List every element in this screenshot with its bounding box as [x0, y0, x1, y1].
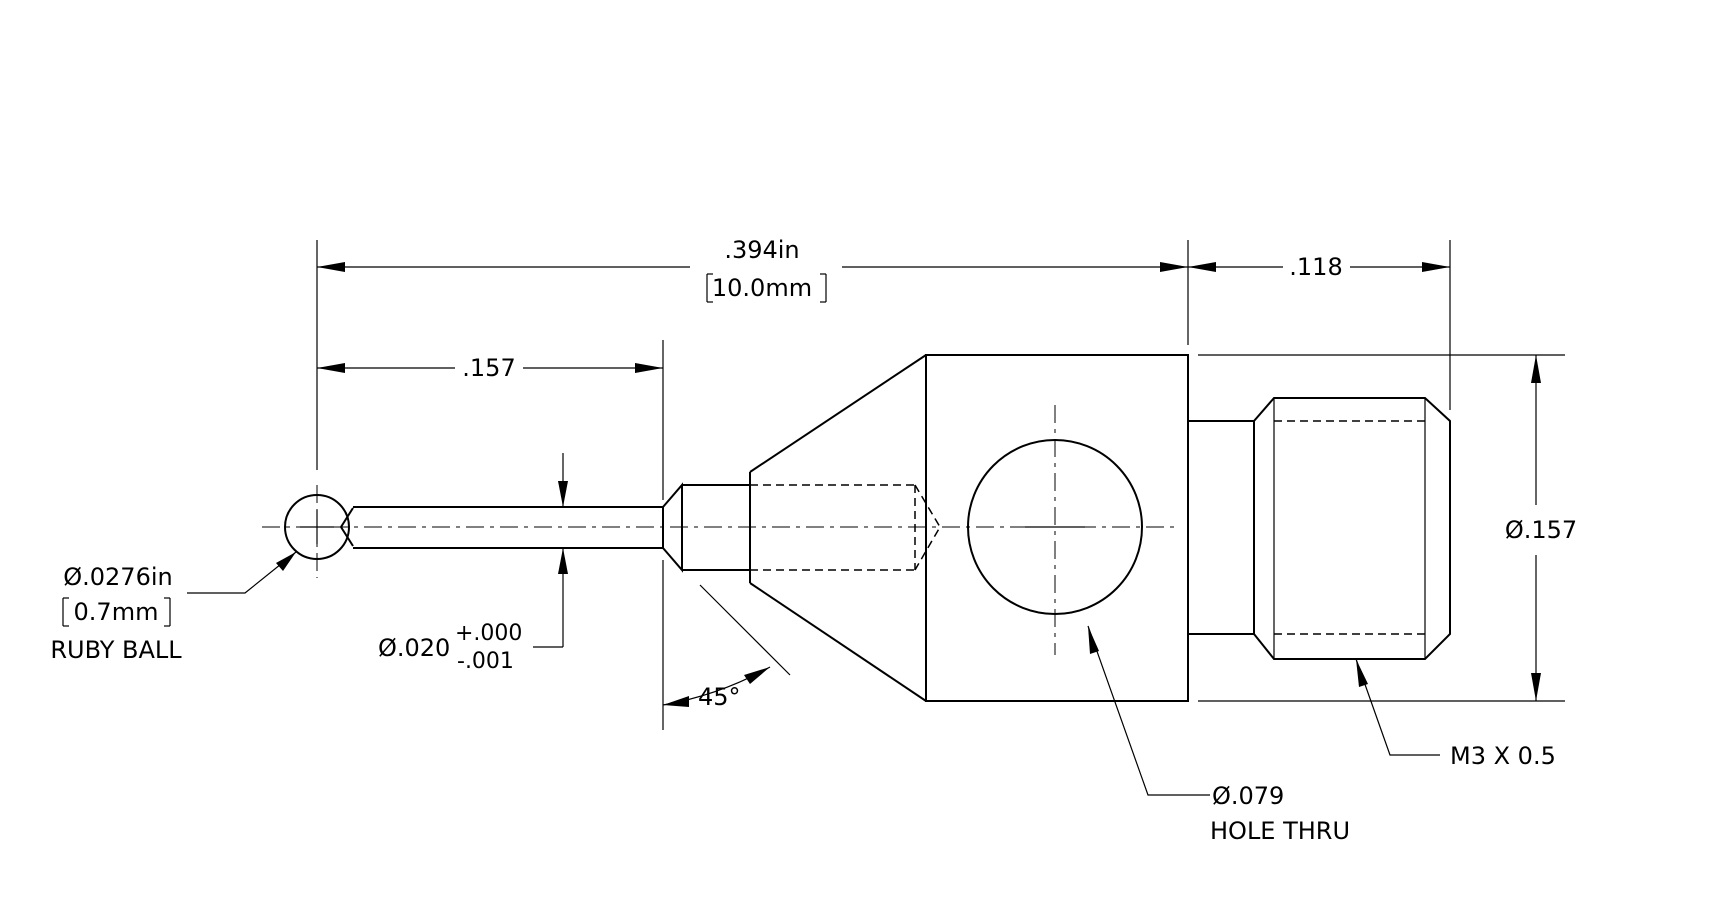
callout-ruby-ball: Ø.0276in 0.7mm RUBY BALL — [50, 551, 297, 664]
dim-stem-tol-plus: +.000 — [455, 621, 522, 646]
dim-stem-length-label: .157 — [462, 354, 515, 382]
ball-material: RUBY BALL — [50, 636, 182, 664]
dim-chamfer-angle: 45° — [662, 666, 771, 711]
ball-diameter-mm: 0.7mm — [74, 598, 159, 626]
dim-stem-tol-minus: -.001 — [457, 649, 514, 674]
thread-spec: M3 X 0.5 — [1450, 742, 1556, 770]
thread-section — [1253, 397, 1451, 660]
dim-overall-length: .394in 10.0mm — [317, 236, 1188, 303]
dim-body-diameter-label: Ø.157 — [1505, 516, 1577, 544]
dim-overall-in: .394in — [724, 236, 799, 264]
dim-stem-diameter: Ø.020 +.000 -.001 — [378, 453, 568, 674]
hole-note: HOLE THRU — [1210, 817, 1350, 845]
ball-diameter-in: Ø.0276in — [63, 563, 172, 591]
cone-upper — [749, 354, 927, 473]
dim-overall-mm: 10.0mm — [712, 274, 812, 302]
dim-thread-length: .118 — [1188, 253, 1450, 281]
center-lines — [262, 405, 1180, 655]
callout-thread: M3 X 0.5 — [1355, 658, 1556, 770]
main-body — [925, 354, 1189, 702]
extension-lines — [316, 240, 1565, 730]
cone-lower — [749, 582, 927, 702]
dim-stem-length: .157 — [317, 354, 663, 382]
dim-thread-length-label: .118 — [1289, 253, 1342, 281]
hole-diameter: Ø.079 — [1212, 782, 1284, 810]
dim-body-diameter: Ø.157 — [1505, 355, 1577, 701]
callout-through-hole: Ø.079 HOLE THRU — [1087, 625, 1350, 845]
dim-stem-diameter-label: Ø.020 — [378, 634, 450, 662]
dim-chamfer-label: 45° — [698, 683, 741, 711]
